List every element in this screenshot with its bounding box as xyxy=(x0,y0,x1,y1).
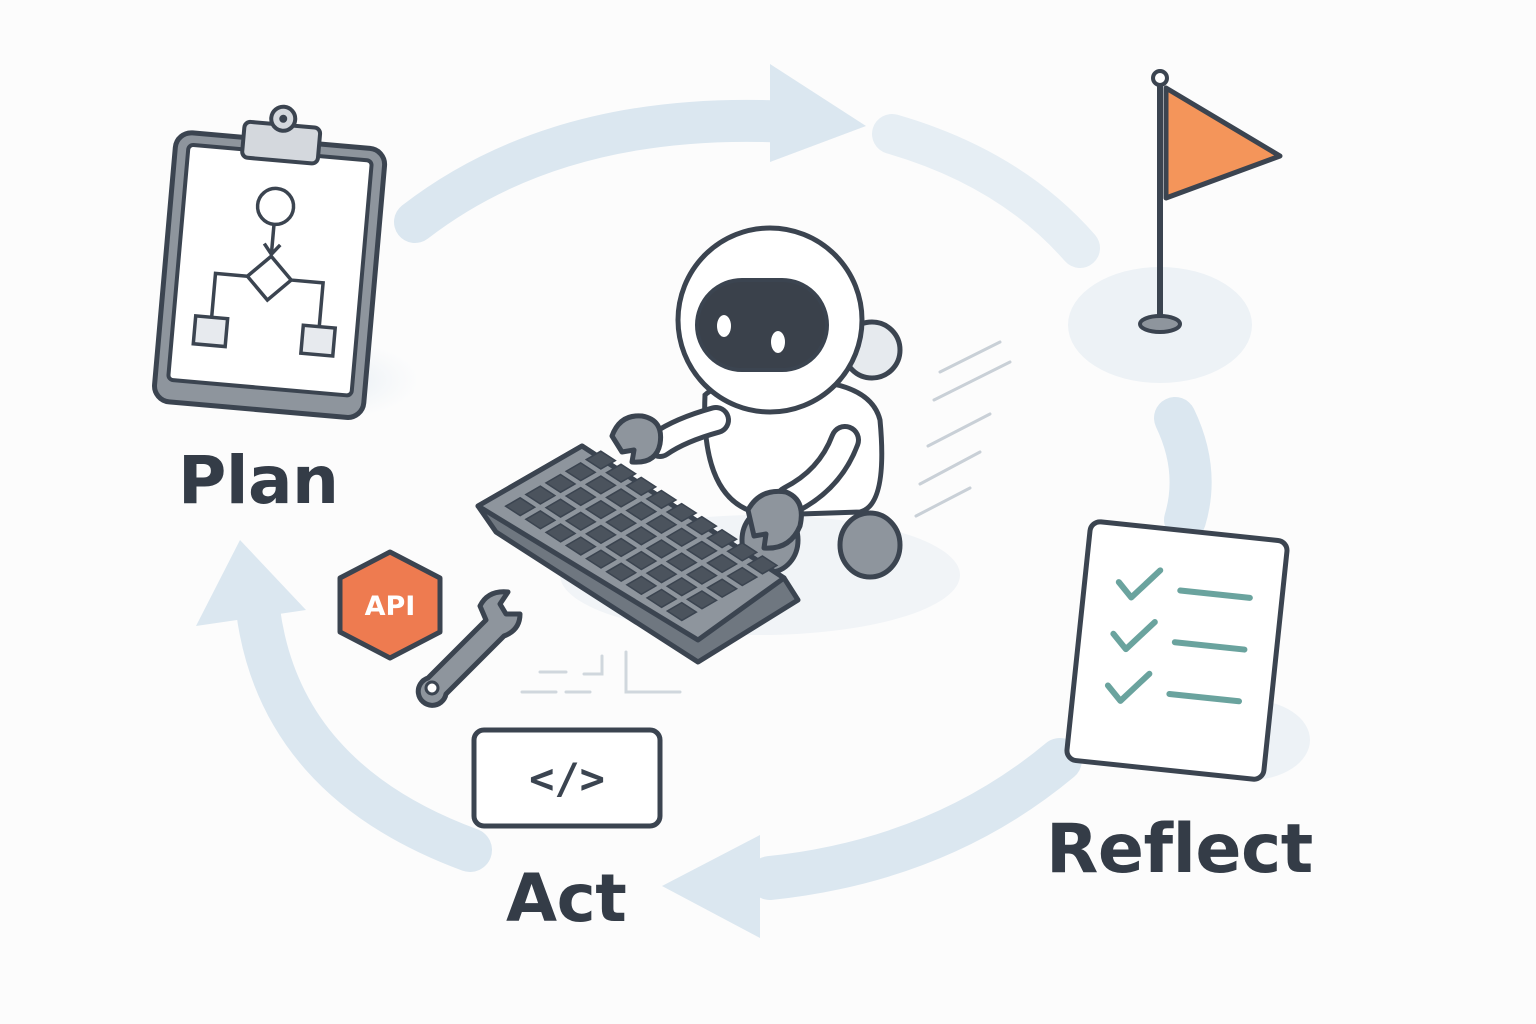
checklist-icon xyxy=(1064,519,1310,782)
keyboard-key xyxy=(665,552,698,572)
keyboard-key xyxy=(665,576,698,597)
keyboard-key xyxy=(625,476,658,497)
keyboard-key xyxy=(504,496,537,517)
keyboard-key xyxy=(746,555,779,575)
keyboard-key xyxy=(706,553,739,574)
keyboard-key xyxy=(665,527,698,548)
keyboard-key xyxy=(645,539,678,559)
keyboard-key xyxy=(564,461,597,482)
keyboard-key xyxy=(625,501,658,521)
keyboard-key xyxy=(645,514,678,534)
keyboard-key xyxy=(685,565,718,585)
keyboard-key xyxy=(625,526,658,546)
keyboard-key xyxy=(564,511,597,532)
keyboard-key xyxy=(706,578,739,599)
arrow-act-to-plan xyxy=(196,540,492,872)
arrow-plan-to-reflect xyxy=(394,64,1100,268)
keyboard-key xyxy=(605,562,638,583)
keyboard-key xyxy=(605,537,638,558)
keyboard-key xyxy=(726,542,759,562)
wrench-icon xyxy=(415,589,523,708)
keyboard-key xyxy=(605,488,638,508)
api-badge-label: API xyxy=(365,591,416,622)
keyboard-key xyxy=(685,540,718,561)
keyboard-key xyxy=(645,563,678,584)
code-tag-icon: </> xyxy=(471,727,663,829)
keyboard-key xyxy=(605,463,637,483)
keyboard-key xyxy=(584,499,617,520)
keyboard-key xyxy=(524,510,557,530)
clipboard-flowchart-icon xyxy=(152,104,420,420)
keyboard-key xyxy=(524,485,557,505)
keyboard xyxy=(475,443,801,665)
keyboard-key xyxy=(584,475,617,495)
api-hexagon-badge: API xyxy=(337,549,443,661)
speed-lines xyxy=(914,340,1012,518)
arrow-reflect-to-act xyxy=(662,397,1212,938)
keyboard-key xyxy=(605,512,638,533)
keyboard-key xyxy=(685,590,718,610)
keyboard-key xyxy=(585,549,617,569)
keyboard-key xyxy=(544,523,577,543)
motion-marks xyxy=(520,650,682,694)
code-tag-label: </> xyxy=(529,754,605,803)
keyboard-key xyxy=(706,528,738,549)
keyboard-key xyxy=(584,450,617,470)
keyboard-key xyxy=(544,473,577,494)
keyboard-key xyxy=(564,536,597,556)
robot-typing-keyboard xyxy=(475,225,1012,665)
keyboard-key xyxy=(726,566,759,587)
keyboard-key xyxy=(645,588,678,609)
flag-icon xyxy=(1068,69,1283,383)
keyboard-key xyxy=(685,515,718,536)
keyboard-key xyxy=(665,502,698,523)
stage-label-act: Act xyxy=(506,860,627,937)
keyboard-key xyxy=(645,489,678,510)
keyboard-key xyxy=(625,575,658,596)
keyboard-key xyxy=(544,498,577,518)
cycle-arrows xyxy=(196,64,1212,938)
keyboard-keys xyxy=(504,450,779,622)
stage-label-reflect: Reflect xyxy=(1046,810,1313,889)
keyboard-key xyxy=(584,524,617,545)
keyboard-key xyxy=(625,550,658,571)
keyboard-key xyxy=(564,486,597,507)
keyboard-key xyxy=(665,601,698,622)
stage-label-plan: Plan xyxy=(178,442,339,519)
